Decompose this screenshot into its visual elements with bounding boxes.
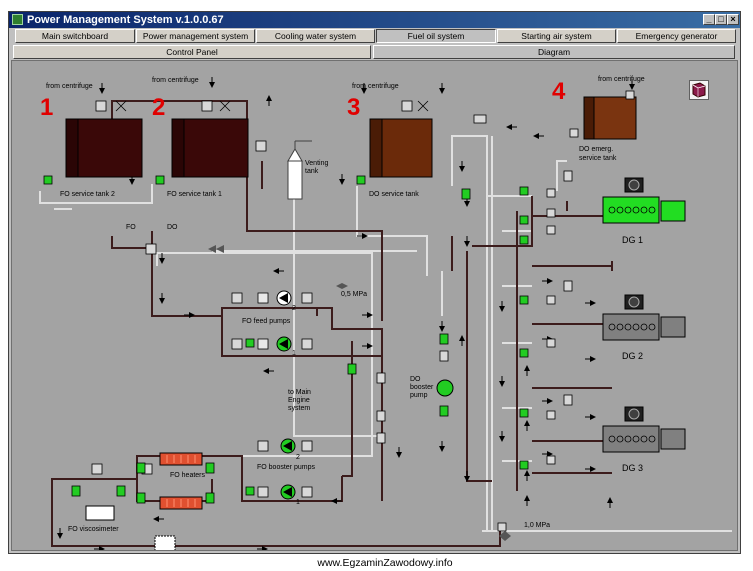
- app-icon: [12, 14, 23, 25]
- label-do-emerg-2: service tank: [579, 155, 617, 162]
- label-do-booster-3: pump: [410, 392, 428, 399]
- marker-1: 1: [40, 94, 53, 121]
- label-from-centrifuge-1: from centrifuge: [46, 83, 93, 90]
- label-from-centrifuge-4: from centrifuge: [598, 76, 645, 83]
- main-tabs: Main switchboard Power management system…: [11, 29, 738, 44]
- tab-emergency-generator[interactable]: Emergency generator: [617, 29, 736, 43]
- label-fo-booster-pumps: FO booster pumps: [257, 464, 315, 471]
- label-venting-1: Venting: [305, 160, 328, 167]
- marker-3: 3: [347, 94, 360, 121]
- label-venting-2: tank: [305, 168, 319, 175]
- label-dg3: DG 3: [622, 463, 643, 473]
- ebook-icon[interactable]: [689, 80, 709, 100]
- close-button[interactable]: ×: [727, 14, 739, 25]
- fo-pipes: [51, 100, 613, 547]
- do-emerg-service-tank[interactable]: [583, 96, 637, 140]
- tab-starting-air[interactable]: Starting air system: [497, 29, 616, 43]
- label-dg2: DG 2: [622, 351, 643, 361]
- label-booster-pump-2: 2: [296, 454, 300, 461]
- label-dg1: DG 1: [622, 235, 643, 245]
- label-feed-pump-2: 2: [292, 305, 296, 312]
- venting-tank[interactable]: [287, 140, 312, 200]
- label-to-main-2: Engine: [288, 397, 310, 404]
- tab-power-management[interactable]: Power management system: [136, 29, 255, 43]
- label-to-main-3: system: [288, 405, 310, 412]
- fo-heaters[interactable]: [159, 452, 203, 510]
- label-from-centrifuge-2: from centrifuge: [152, 77, 199, 84]
- fo-service-tank-2[interactable]: [65, 118, 143, 178]
- label-pressure-05: 0,5 MPa: [341, 291, 367, 298]
- flow-arrows: [57, 77, 635, 550]
- label-fo-viscosimeter: FO viscosimeter: [68, 526, 119, 533]
- fo-booster-pumps[interactable]: [280, 438, 296, 500]
- subtab-diagram[interactable]: Diagram: [373, 45, 735, 59]
- tab-main-switchboard[interactable]: Main switchboard: [15, 29, 135, 43]
- label-fo-feed-pumps: FO feed pumps: [242, 318, 291, 325]
- valves[interactable]: [91, 90, 635, 532]
- label-fo: FO: [126, 224, 136, 231]
- label-do-service-tank: DO service tank: [369, 191, 419, 198]
- marker-2: 2: [152, 94, 165, 121]
- check-valves: [208, 245, 511, 541]
- window-title: Power Management System v.1.0.0.67: [27, 14, 224, 26]
- label-to-main-1: to Main: [288, 389, 311, 396]
- label-do: DO: [167, 224, 178, 231]
- fuel-oil-diagram: 1 2 3 4 from centrifuge from centrifuge …: [39, 76, 732, 550]
- label-fo-service-tank-2: FO service tank 2: [60, 191, 115, 198]
- dg2-generator[interactable]: [602, 294, 686, 341]
- label-feed-pump-1: 1: [292, 350, 296, 357]
- fo-viscosimeter[interactable]: [85, 505, 115, 521]
- label-do-emerg-1: DO emerg.: [579, 146, 613, 153]
- label-fo-heaters: FO heaters: [170, 472, 206, 479]
- do-booster-pump[interactable]: [436, 379, 454, 397]
- label-do-booster-2: booster: [410, 384, 434, 391]
- subtab-control-panel[interactable]: Control Panel: [13, 45, 371, 59]
- label-from-centrifuge-3: from centrifuge: [352, 83, 399, 90]
- tab-fuel-oil[interactable]: Fuel oil system: [376, 29, 496, 43]
- tab-cooling-water[interactable]: Cooling water system: [256, 29, 375, 43]
- marker-4: 4: [552, 78, 566, 105]
- dg1-generator[interactable]: [602, 177, 686, 224]
- open-valves[interactable]: [43, 175, 529, 504]
- dg3-generator[interactable]: [602, 406, 686, 453]
- minimize-button[interactable]: _: [703, 14, 715, 25]
- filter-element: [154, 535, 176, 550]
- label-booster-pump-1: 1: [296, 499, 300, 506]
- watermark: www.EgzaminZawodowy.info: [317, 557, 453, 569]
- main-window: Power Management System v.1.0.0.67 _ □ ×…: [8, 11, 741, 554]
- maximize-button[interactable]: □: [715, 14, 727, 25]
- label-fo-service-tank-1: FO service tank 1: [167, 191, 222, 198]
- do-service-tank[interactable]: [369, 118, 433, 178]
- label-do-booster-1: DO: [410, 376, 421, 383]
- title-bar: Power Management System v.1.0.0.67 _ □ ×: [9, 12, 740, 28]
- fo-feed-pumps[interactable]: [257, 290, 292, 352]
- label-pressure-10: 1,0 MPa: [524, 522, 550, 529]
- fo-service-tank-1[interactable]: [171, 118, 249, 178]
- diagram-panel: 1 2 3 4 from centrifuge from centrifuge …: [11, 60, 738, 551]
